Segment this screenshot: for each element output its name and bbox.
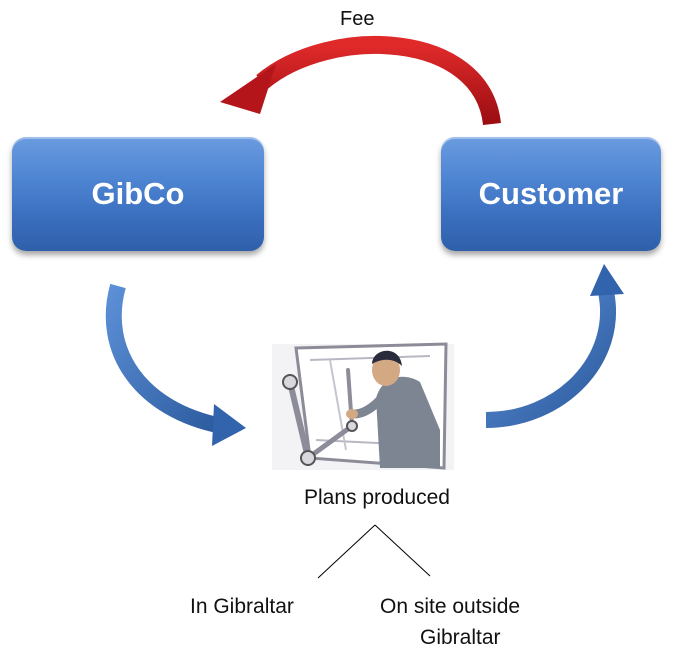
branch-line-left [317,524,376,579]
gibco-box: GibCo [12,137,264,251]
on-site-label-line2: Gibraltar [420,626,501,649]
on-site-label-line1: On site outside [380,595,521,618]
gibco-label: GibCo [91,176,185,211]
drafting-table-icon [272,342,454,470]
plans-to-customer-arrow [485,264,624,428]
branch-line-right [374,524,431,577]
gibco-to-plans-arrow [105,283,246,446]
in-gibraltar-label: In Gibraltar [190,595,294,618]
plans-produced-label: Plans produced [304,486,450,509]
fee-arrow [220,35,501,126]
customer-box: Customer [441,137,661,251]
customer-label: Customer [478,176,624,211]
fee-label: Fee [340,8,375,30]
